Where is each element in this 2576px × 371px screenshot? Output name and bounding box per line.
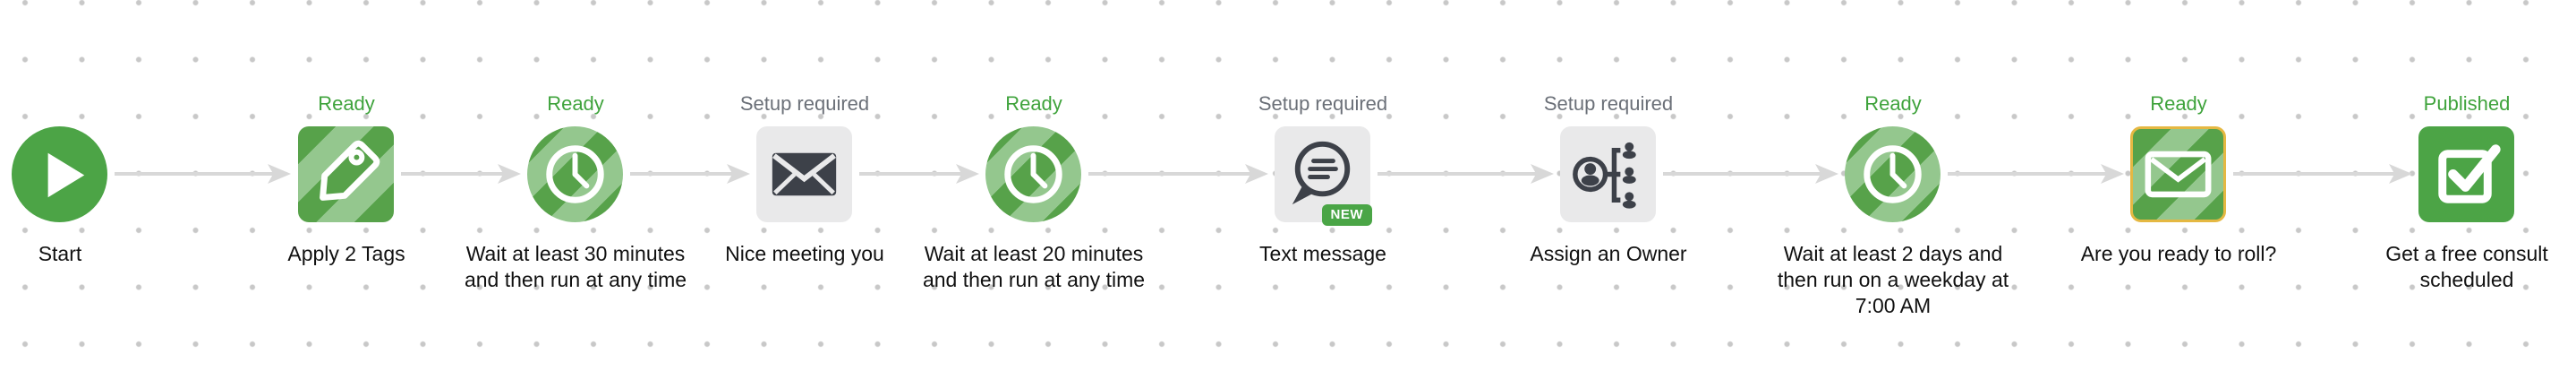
node-title: Wait at least 30 minutes and then run at… bbox=[464, 242, 687, 291]
node-title: Wait at least 2 days and then run on a w… bbox=[1777, 242, 2009, 317]
connector-arrow-2 bbox=[401, 164, 521, 184]
wait-timer-node[interactable] bbox=[527, 126, 623, 222]
clock-icon bbox=[1864, 145, 1922, 203]
status-badge: Ready bbox=[1864, 92, 1922, 115]
text-message-node[interactable]: NEW bbox=[1275, 126, 1372, 226]
connector-line bbox=[1948, 172, 2111, 176]
node-title: Text message bbox=[1259, 242, 1386, 265]
node-title: Start bbox=[38, 242, 82, 265]
node-title: Nice meeting you bbox=[725, 242, 884, 265]
status-badge: Ready bbox=[547, 92, 604, 115]
connector-arrow-5 bbox=[1088, 164, 1268, 184]
connector-line bbox=[630, 172, 737, 176]
node-title: Apply 2 Tags bbox=[287, 242, 405, 265]
wait-timer-node[interactable] bbox=[1845, 126, 1941, 222]
connector-line bbox=[1663, 172, 1825, 176]
assign-owner-node[interactable] bbox=[1560, 126, 1656, 222]
email-icon bbox=[772, 152, 837, 196]
connector-line bbox=[1088, 172, 1255, 176]
connector-arrow-8 bbox=[1948, 164, 2124, 184]
assign-owner-icon bbox=[1573, 142, 1636, 209]
node-title: Assign an Owner bbox=[1530, 242, 1687, 265]
email-icon bbox=[2145, 151, 2212, 198]
clock-icon bbox=[1004, 145, 1062, 203]
sms-bubble-icon bbox=[1292, 141, 1351, 205]
node-title: Get a free consult scheduled bbox=[2385, 242, 2548, 291]
status-badge: Published bbox=[2423, 92, 2511, 115]
status-badge: Ready bbox=[2150, 92, 2207, 115]
connector-arrow-9 bbox=[2233, 164, 2412, 184]
node-title: Are you ready to roll? bbox=[2080, 242, 2277, 265]
start-node[interactable] bbox=[12, 126, 107, 222]
status-badge: Setup required bbox=[1258, 92, 1388, 115]
connector-arrow-1 bbox=[115, 164, 291, 184]
apply-tags-node[interactable] bbox=[298, 126, 394, 222]
status-badge: Setup required bbox=[739, 92, 870, 115]
new-badge: NEW bbox=[1321, 204, 1372, 226]
tag-icon bbox=[320, 140, 380, 201]
email-node-selected[interactable] bbox=[2130, 126, 2226, 222]
connector-arrow-4 bbox=[859, 164, 979, 184]
status-badge: Ready bbox=[318, 92, 375, 115]
goal-node[interactable] bbox=[2418, 126, 2514, 222]
connector-line bbox=[2233, 172, 2399, 176]
checkbox-check-icon bbox=[2438, 144, 2501, 203]
connector-arrow-3 bbox=[630, 164, 750, 184]
connector-line bbox=[859, 172, 966, 176]
connector-line bbox=[1378, 172, 1540, 176]
connector-line bbox=[115, 172, 277, 176]
email-node[interactable] bbox=[756, 126, 852, 222]
connector-arrow-7 bbox=[1663, 164, 1838, 184]
wait-timer-node[interactable] bbox=[985, 126, 1081, 222]
node-title: Wait at least 20 minutes and then run at… bbox=[922, 242, 1146, 291]
connector-arrow-6 bbox=[1378, 164, 1554, 184]
status-badge: Setup required bbox=[1543, 92, 1674, 115]
status-badge: Ready bbox=[1005, 92, 1062, 115]
clock-icon bbox=[546, 145, 604, 203]
connector-line bbox=[401, 172, 508, 176]
play-icon bbox=[47, 152, 85, 198]
